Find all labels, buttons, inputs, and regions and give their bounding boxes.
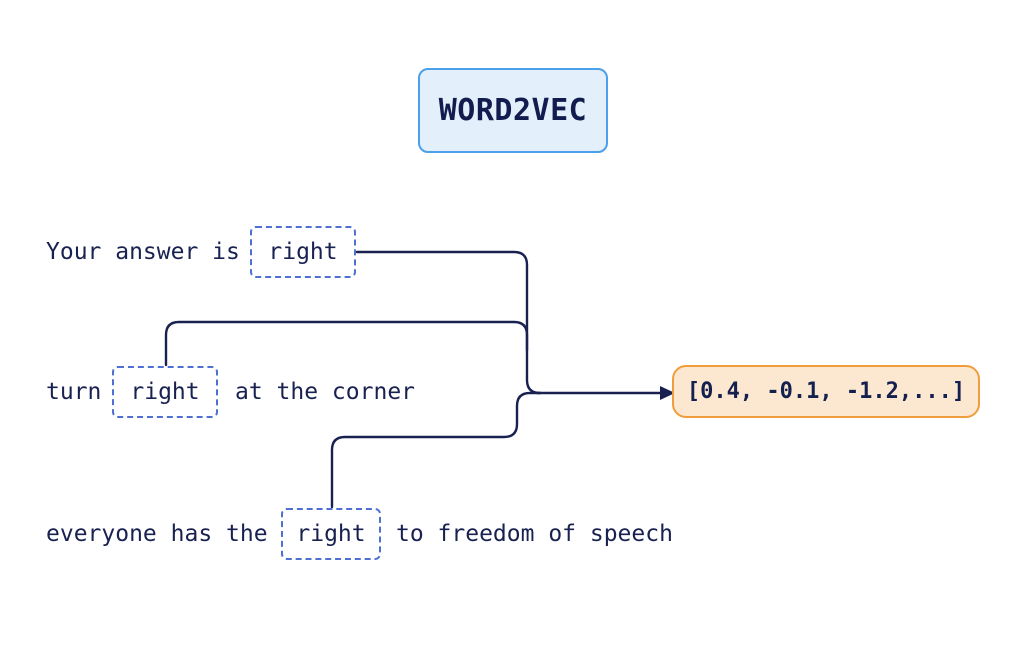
- sentence3-after-text: to freedom of speech: [396, 521, 673, 547]
- word2vec-title-box: WORD2VEC: [418, 68, 608, 153]
- vector-output-box: [0.4, -0.1, -1.2,...]: [672, 365, 980, 418]
- sentence2-highlight-box: right: [112, 366, 218, 418]
- sentence3-highlight-box: right: [281, 508, 381, 560]
- sentence1-highlight-word: right: [268, 239, 338, 265]
- sentence1-highlight-box: right: [250, 226, 356, 278]
- sentence2-after-text: at the corner: [235, 379, 416, 405]
- page-title: WORD2VEC: [438, 93, 588, 128]
- sentence3-before-text: everyone has the: [46, 521, 268, 547]
- sentence2-highlight-word: right: [130, 379, 200, 405]
- sentence3-highlight-word: right: [296, 521, 366, 547]
- sentence1-before-text: Your answer is: [46, 239, 240, 265]
- vector-output-text: [0.4, -0.1, -1.2,...]: [686, 379, 966, 404]
- sentence2-before-text: turn: [46, 379, 102, 405]
